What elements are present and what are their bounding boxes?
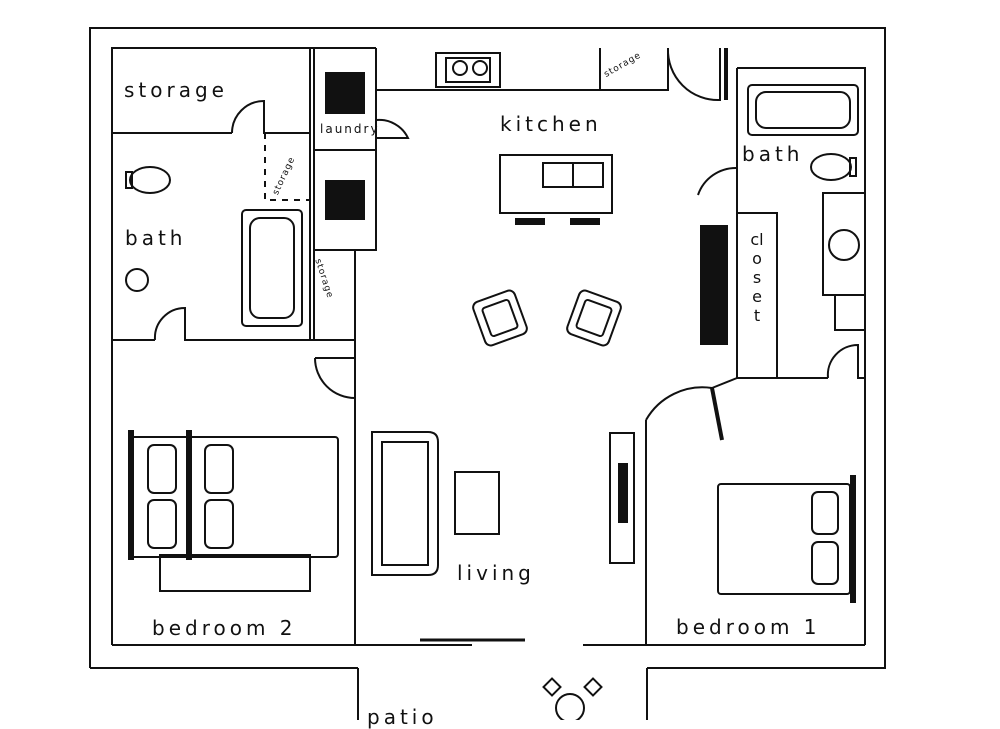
tv-living: [618, 463, 628, 523]
room-label-kitchen: kitchen: [500, 112, 602, 136]
burner-2: [472, 60, 488, 76]
room-label-bath-right: bath: [742, 142, 804, 166]
tv-console: [609, 432, 635, 564]
armchair-right: [566, 289, 622, 347]
tv-stand: [700, 225, 728, 345]
bedroom1-door: [710, 387, 724, 441]
right-bath-step: [834, 295, 865, 331]
right-bath-door-arc: [697, 166, 738, 196]
living-door-arc: [314, 357, 356, 399]
coffee-table: [454, 471, 500, 535]
right-tub: [747, 84, 859, 136]
right-vanity: [822, 192, 866, 296]
burner-1: [452, 60, 468, 76]
kitchen-door-arc: [666, 47, 721, 102]
sofa: [371, 431, 439, 576]
room-label-living: living: [457, 561, 535, 585]
dryer: [325, 180, 365, 220]
room-label-laundry: laundry: [320, 122, 380, 136]
right-sink: [828, 229, 860, 261]
stool-2: [570, 218, 600, 225]
kitchen-island: [499, 154, 613, 214]
right-bath-bottom-door: [826, 343, 865, 379]
bedroom1-door-arc: [645, 386, 713, 421]
bedroom1-corner: [711, 377, 738, 389]
kitchen-counter: [375, 48, 669, 91]
room-label-closet: closet: [750, 230, 764, 325]
room-label-bedroom-2: bedroom 2: [152, 616, 297, 640]
outer-wall: [89, 27, 886, 669]
right-toilet: [810, 153, 852, 181]
laundry-door-arc: [375, 118, 410, 139]
room-label-bedroom-1: bedroom 1: [676, 615, 821, 639]
washer: [325, 72, 365, 114]
room-label-storage: storage: [124, 78, 228, 102]
storage-small: [313, 250, 356, 341]
room-label-patio: patio: [367, 705, 438, 729]
inner-outline: [111, 47, 376, 645]
left-sink: [125, 268, 149, 292]
stool-1: [515, 218, 545, 225]
armchair-left: [472, 289, 528, 347]
inner-outline-right: [737, 67, 866, 645]
storage-hall-wall: [264, 133, 310, 201]
bed1: [717, 483, 851, 595]
left-bath-door-arc: [153, 306, 355, 341]
left-tub: [241, 209, 303, 327]
patio-table: [555, 693, 585, 720]
stove: [435, 52, 501, 88]
left-toilet: [129, 166, 171, 194]
storage-door-arc: [231, 99, 310, 134]
room-label-bath-left: bath: [125, 226, 187, 250]
